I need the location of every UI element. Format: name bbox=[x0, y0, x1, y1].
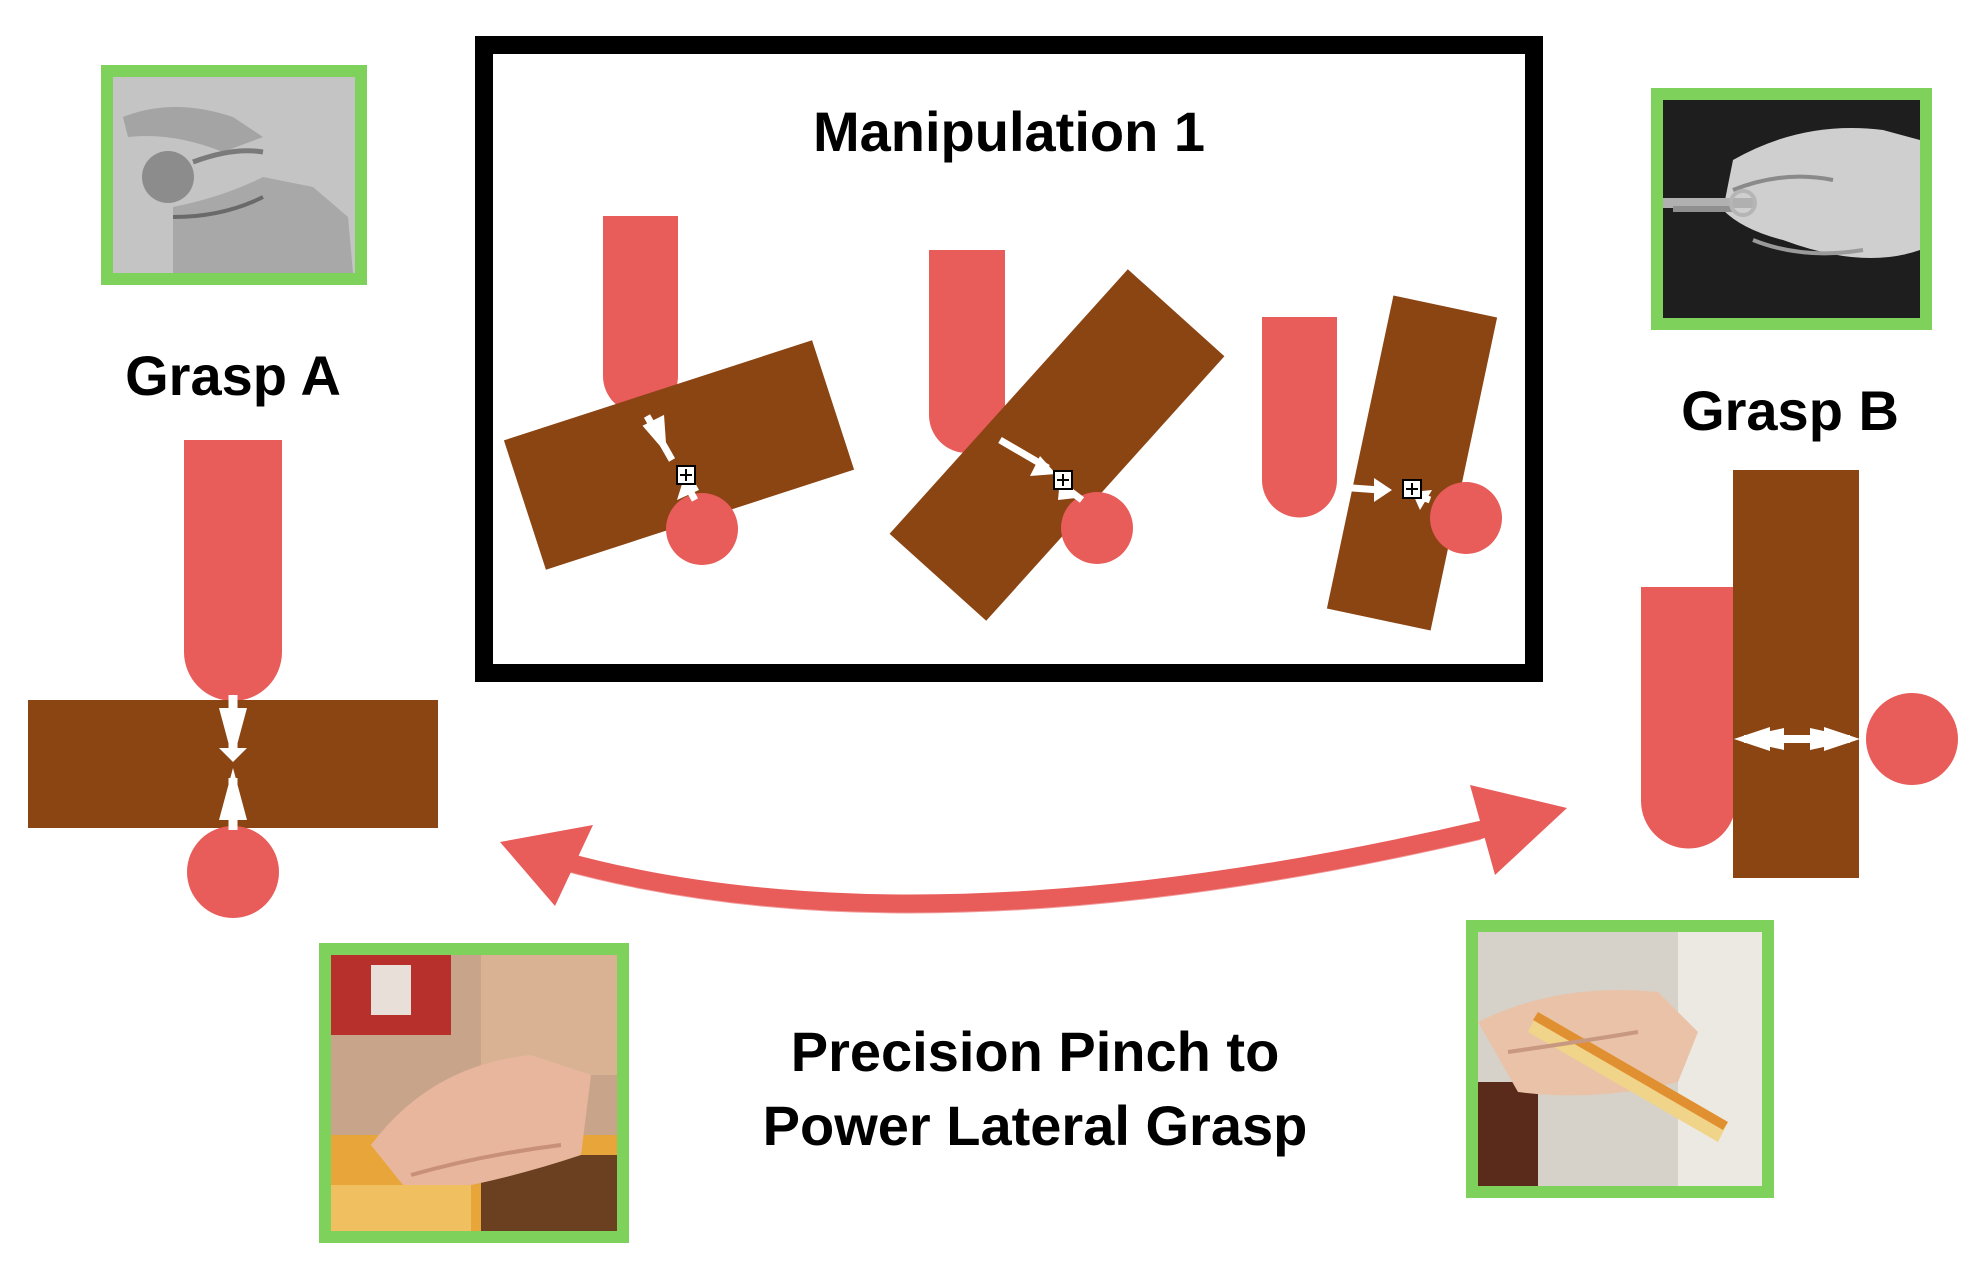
manipulation-frame bbox=[475, 36, 1543, 682]
manipulation-step-3 bbox=[1262, 295, 1502, 631]
transition-caption-line-2: Power Lateral Grasp bbox=[762, 1094, 1308, 1157]
step-1-thumb bbox=[666, 493, 738, 565]
step-2-finger bbox=[929, 250, 1005, 453]
transition-caption: Precision Pinch to Power Lateral Grasp bbox=[700, 1015, 1370, 1163]
grasp-a-finger bbox=[184, 440, 282, 701]
hand-pinching-coin-photo bbox=[101, 65, 367, 285]
grasp-b-force-arrows bbox=[1734, 727, 1860, 751]
grasp-a-thumb bbox=[187, 826, 279, 918]
step-1-finger bbox=[603, 216, 678, 414]
step-3-object bbox=[1326, 295, 1498, 631]
transition-caption-line-1: Precision Pinch to bbox=[790, 1020, 1280, 1083]
grasp-b-thumb bbox=[1866, 693, 1958, 785]
grasp-b-finger bbox=[1641, 587, 1736, 849]
grasp-b-diagram bbox=[1641, 470, 1958, 878]
step-3-finger bbox=[1262, 317, 1337, 518]
step-3-thumb bbox=[1430, 482, 1502, 554]
manipulation-step-1 bbox=[503, 216, 855, 570]
hand-pinching-bar-photo bbox=[319, 943, 629, 1243]
grasp-a-label: Grasp A bbox=[125, 344, 341, 407]
manipulation-step-2 bbox=[889, 250, 1225, 621]
double-headed-arrow bbox=[500, 785, 1567, 914]
grasp-a-diagram bbox=[28, 440, 438, 918]
manipulation-title: Manipulation 1 bbox=[813, 100, 1205, 163]
step-3-center-of-mass-icon bbox=[1402, 479, 1422, 499]
hand-holding-key-photo bbox=[1651, 88, 1932, 330]
hand-holding-bar-photo bbox=[1466, 920, 1774, 1198]
step-1-center-of-mass-icon bbox=[676, 465, 696, 485]
step-2-object bbox=[889, 269, 1225, 621]
grasp-b-object bbox=[1733, 470, 1859, 878]
step-1-object bbox=[503, 340, 855, 570]
grasp-b-label: Grasp B bbox=[1681, 379, 1899, 442]
arrowhead-right bbox=[1470, 785, 1567, 875]
step-2-center-of-mass-icon bbox=[1053, 470, 1073, 490]
grasp-a-force-arrows bbox=[219, 695, 247, 830]
step-2-thumb bbox=[1061, 492, 1133, 564]
arrowhead-left bbox=[500, 825, 593, 906]
